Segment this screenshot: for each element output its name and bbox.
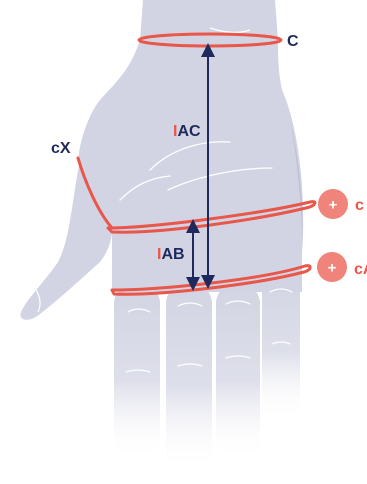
finger-index (114, 285, 160, 460)
iab-label: IAB (157, 246, 185, 263)
wrist-label: C (287, 33, 299, 50)
finger-ring (216, 285, 260, 460)
plus-icon[interactable]: + (328, 260, 337, 277)
badge-upper-label: c (355, 197, 364, 214)
badge-lower[interactable]: + cA (317, 252, 367, 282)
iab-label-main: AB (161, 246, 184, 263)
plus-icon[interactable]: + (329, 197, 338, 214)
knuckle-label: cX (51, 140, 71, 157)
hand-palm-shape (78, 40, 303, 292)
finger-pinky (262, 270, 300, 420)
iac-label: IAC (173, 123, 201, 140)
finger-middle (166, 285, 212, 470)
iac-label-main: AC (177, 123, 201, 140)
badge-upper[interactable]: + c (318, 189, 364, 219)
badge-lower-label: cA (354, 261, 367, 278)
